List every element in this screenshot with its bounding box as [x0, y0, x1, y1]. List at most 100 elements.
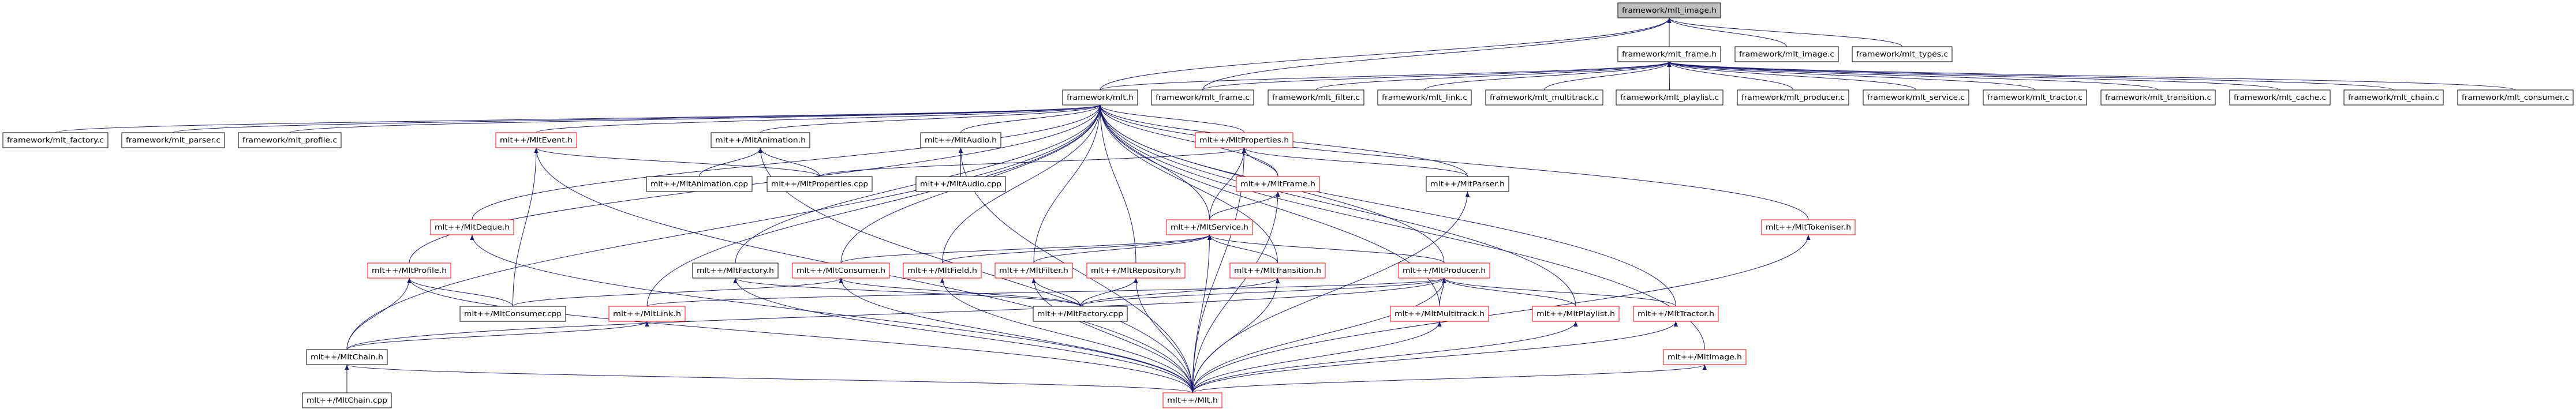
- node-mlt-mltimage-h[interactable]: mlt++/MltImage.h: [1663, 349, 1747, 365]
- edge-mlt-mltproperties-cpp-to-mlt-mltevent-h: [534, 147, 820, 177]
- node-box: [367, 262, 451, 279]
- edge-mlt-mlttransition-h-to-mlt-mltservice-h: [1207, 234, 1278, 264]
- node-mlt-mltrepository-h[interactable]: mlt++/MltRepository.h: [1086, 262, 1186, 279]
- node-label: mlt++/MltFrame.h: [1240, 180, 1315, 188]
- edge-mlt-mltconsumer-cpp-to-mlt-mltconsumer-h: [513, 277, 843, 307]
- edge-framework-mlt-types-c-to-framework-mlt-image-h: [1667, 17, 1902, 47]
- node-mlt-mltanimation-cpp[interactable]: mlt++/MltAnimation.cpp: [646, 176, 753, 192]
- node-box: [1236, 176, 1320, 192]
- edge-mlt-mlttokeniser-h-to-framework-mlt-h: [1098, 104, 1809, 220]
- edge-mlt-mltevent-h-to-framework-mlt-h: [536, 104, 1102, 133]
- node-box: [767, 176, 873, 192]
- node-mlt-mltaudio-cpp[interactable]: mlt++/MltAudio.cpp: [915, 176, 1006, 192]
- node-label: framework/mlt_service.c: [1867, 93, 1965, 102]
- node-mlt-mltlink-h[interactable]: mlt++/MltLink.h: [608, 306, 686, 322]
- node-box: [430, 219, 514, 235]
- node-label: mlt++/MltPlaylist.h: [1536, 310, 1615, 318]
- node-framework-mlt-image-h[interactable]: framework/mlt_image.h: [1617, 2, 1721, 18]
- node-label: mlt++/MltProperties.h: [1199, 136, 1289, 144]
- node-box: [1734, 46, 1839, 62]
- edge-framework-mlt-frame-c-to-framework-mlt-image-h: [1202, 17, 1672, 91]
- node-mlt-mltframe-h[interactable]: mlt++/MltFrame.h: [1236, 176, 1320, 192]
- node-framework-mlt-producer-c[interactable]: framework/mlt_producer.c: [1737, 89, 1849, 106]
- node-framework-mlt-consumer-c[interactable]: framework/mlt_consumer.c: [2457, 89, 2574, 106]
- edge-framework-mlt-transition-c-to-framework-mlt-frame-h: [1667, 61, 2159, 91]
- edge-mlt-mltfactory-cpp-to-mlt-mltrepository-h: [1080, 277, 1138, 307]
- node-mlt-mltproperties-cpp[interactable]: mlt++/MltProperties.cpp: [767, 176, 873, 192]
- node-mlt-mltplaylist-h[interactable]: mlt++/MltPlaylist.h: [1532, 306, 1620, 322]
- node-mlt-mltchain-h[interactable]: mlt++/MltChain.h: [306, 349, 388, 365]
- node-mlt-mltfactory-cpp[interactable]: mlt++/MltFactory.cpp: [1033, 306, 1128, 322]
- edge-mlt-mlt-h-to-mlt-mltframe-h: [1192, 191, 1280, 393]
- node-framework-mlt-factory-c[interactable]: framework/mlt_factory.c: [2, 132, 109, 148]
- node-box: [495, 132, 577, 148]
- node-mlt-mltservice-h[interactable]: mlt++/MltService.h: [1166, 219, 1253, 235]
- node-mlt-mlttractor-h[interactable]: mlt++/MltTractor.h: [1633, 306, 1719, 322]
- node-framework-mlt-service-c[interactable]: framework/mlt_service.c: [1863, 89, 1969, 106]
- edge-mlt-mlt-h-to-mlt-mltfactory-h: [733, 277, 1193, 393]
- node-label: framework/mlt_producer.c: [1741, 93, 1845, 102]
- node-mlt-mlttransition-h[interactable]: mlt++/MltTransition.h: [1229, 262, 1326, 279]
- node-framework-mlt-frame-c[interactable]: framework/mlt_frame.c: [1151, 89, 1254, 106]
- node-framework-mlt-profile-c[interactable]: framework/mlt_profile.c: [238, 132, 342, 148]
- edge-framework-mlt-h-to-framework-mlt-frame-h: [1100, 61, 1672, 91]
- edges: [55, 17, 2516, 393]
- node-box: [2229, 89, 2331, 106]
- edge-mlt-mlt-h-to-mlt-mltrepository-h: [1134, 277, 1193, 393]
- node-mlt-mltproperties-h[interactable]: mlt++/MltProperties.h: [1195, 132, 1293, 148]
- node-framework-mlt-multitrack-c[interactable]: framework/mlt_multitrack.c: [1485, 89, 1603, 106]
- edge-mlt-mltproducer-h-to-mlt-mltservice-h: [1207, 234, 1445, 264]
- node-mlt-mlt-h[interactable]: mlt++/Mlt.h: [1162, 392, 1222, 408]
- edge-mlt-mltrepository-h-to-framework-mlt-h: [1098, 104, 1136, 264]
- node-framework-mlt-transition-c[interactable]: framework/mlt_transition.c: [2100, 89, 2216, 106]
- node-mlt-mltaudio-h[interactable]: mlt++/MltAudio.h: [920, 132, 1001, 148]
- node-label: mlt++/MltAudio.cpp: [920, 180, 1001, 188]
- node-mlt-mltfactory-h[interactable]: mlt++/MltFactory.h: [692, 262, 779, 279]
- node-framework-mlt-filter-c[interactable]: framework/mlt_filter.c: [1268, 89, 1364, 106]
- node-box: [2, 132, 109, 148]
- node-mlt-mltchain-cpp[interactable]: mlt++/MltChain.cpp: [302, 392, 392, 408]
- node-mlt-mltanimation-h[interactable]: mlt++/MltAnimation.h: [711, 132, 810, 148]
- edge-framework-mlt-h-to-framework-mlt-image-h: [1100, 17, 1672, 91]
- node-framework-mlt-chain-c[interactable]: framework/mlt_chain.c: [2343, 89, 2444, 106]
- node-mlt-mltdeque-h[interactable]: mlt++/MltDeque.h: [430, 219, 514, 235]
- node-framework-mlt-frame-h[interactable]: framework/mlt_frame.h: [1617, 46, 1721, 62]
- node-box: [1617, 46, 1721, 62]
- node-framework-mlt-parser-c[interactable]: framework/mlt_parser.c: [121, 132, 225, 148]
- edge-mlt-mltchain-h-to-mlt-mltlink-h: [346, 321, 649, 350]
- node-mlt-mltevent-h[interactable]: mlt++/MltEvent.h: [495, 132, 577, 148]
- node-box: [920, 132, 1001, 148]
- node-label: framework/mlt_link.c: [1382, 93, 1467, 102]
- node-label: mlt++/MltAnimation.h: [715, 136, 806, 144]
- node-framework-mlt-tractor-c[interactable]: framework/mlt_tractor.c: [1983, 89, 2087, 106]
- node-label: mlt++/MltFilter.h: [999, 267, 1068, 275]
- node-box: [1229, 262, 1326, 279]
- node-box: [1162, 392, 1222, 408]
- node-mlt-mltparser-h[interactable]: mlt++/MltParser.h: [1426, 176, 1509, 192]
- node-mlt-mltprofile-h[interactable]: mlt++/MltProfile.h: [367, 262, 451, 279]
- node-framework-mlt-link-c[interactable]: framework/mlt_link.c: [1377, 89, 1472, 106]
- node-framework-mlt-types-c[interactable]: framework/mlt_types.c: [1852, 46, 1953, 62]
- node-mlt-mltfield-h[interactable]: mlt++/MltField.h: [903, 262, 982, 279]
- node-label: framework/mlt_factory.c: [7, 136, 104, 144]
- node-label: mlt++/MltChain.h: [311, 353, 383, 361]
- edge-mlt-mlt-h-to-mlt-mltdeque-h: [470, 234, 1193, 393]
- edge-mlt-mltplaylist-h-to-framework-mlt-h: [1098, 104, 1576, 307]
- node-framework-mlt-cache-c[interactable]: framework/mlt_cache.c: [2229, 89, 2331, 106]
- node-label: mlt++/MltMultitrack.h: [1394, 310, 1485, 318]
- node-mlt-mltproducer-h[interactable]: mlt++/MltProducer.h: [1398, 262, 1490, 279]
- node-mlt-mltconsumer-cpp[interactable]: mlt++/MltConsumer.cpp: [459, 306, 566, 322]
- node-framework-mlt-image-c[interactable]: framework/mlt_image.c: [1734, 46, 1839, 62]
- node-box: [1663, 349, 1747, 365]
- node-framework-mlt-h[interactable]: framework/mlt.h: [1062, 89, 1138, 106]
- node-mlt-mltmultitrack-h[interactable]: mlt++/MltMultitrack.h: [1390, 306, 1489, 322]
- node-mlt-mlttokeniser-h[interactable]: mlt++/MltTokeniser.h: [1761, 219, 1856, 235]
- node-mlt-mltfilter-h[interactable]: mlt++/MltFilter.h: [994, 262, 1073, 279]
- node-label: framework/mlt_playlist.c: [1620, 93, 1719, 102]
- edge-mlt-mltconsumer-cpp-to-mlt-mltprofile-h: [407, 277, 513, 307]
- node-framework-mlt-playlist-c[interactable]: framework/mlt_playlist.c: [1616, 89, 1723, 106]
- edge-mlt-mltplaylist-h-to-mlt-mltproducer-h: [1442, 277, 1576, 307]
- node-box: [711, 132, 810, 148]
- node-mlt-mltconsumer-h[interactable]: mlt++/MltConsumer.h: [792, 262, 890, 279]
